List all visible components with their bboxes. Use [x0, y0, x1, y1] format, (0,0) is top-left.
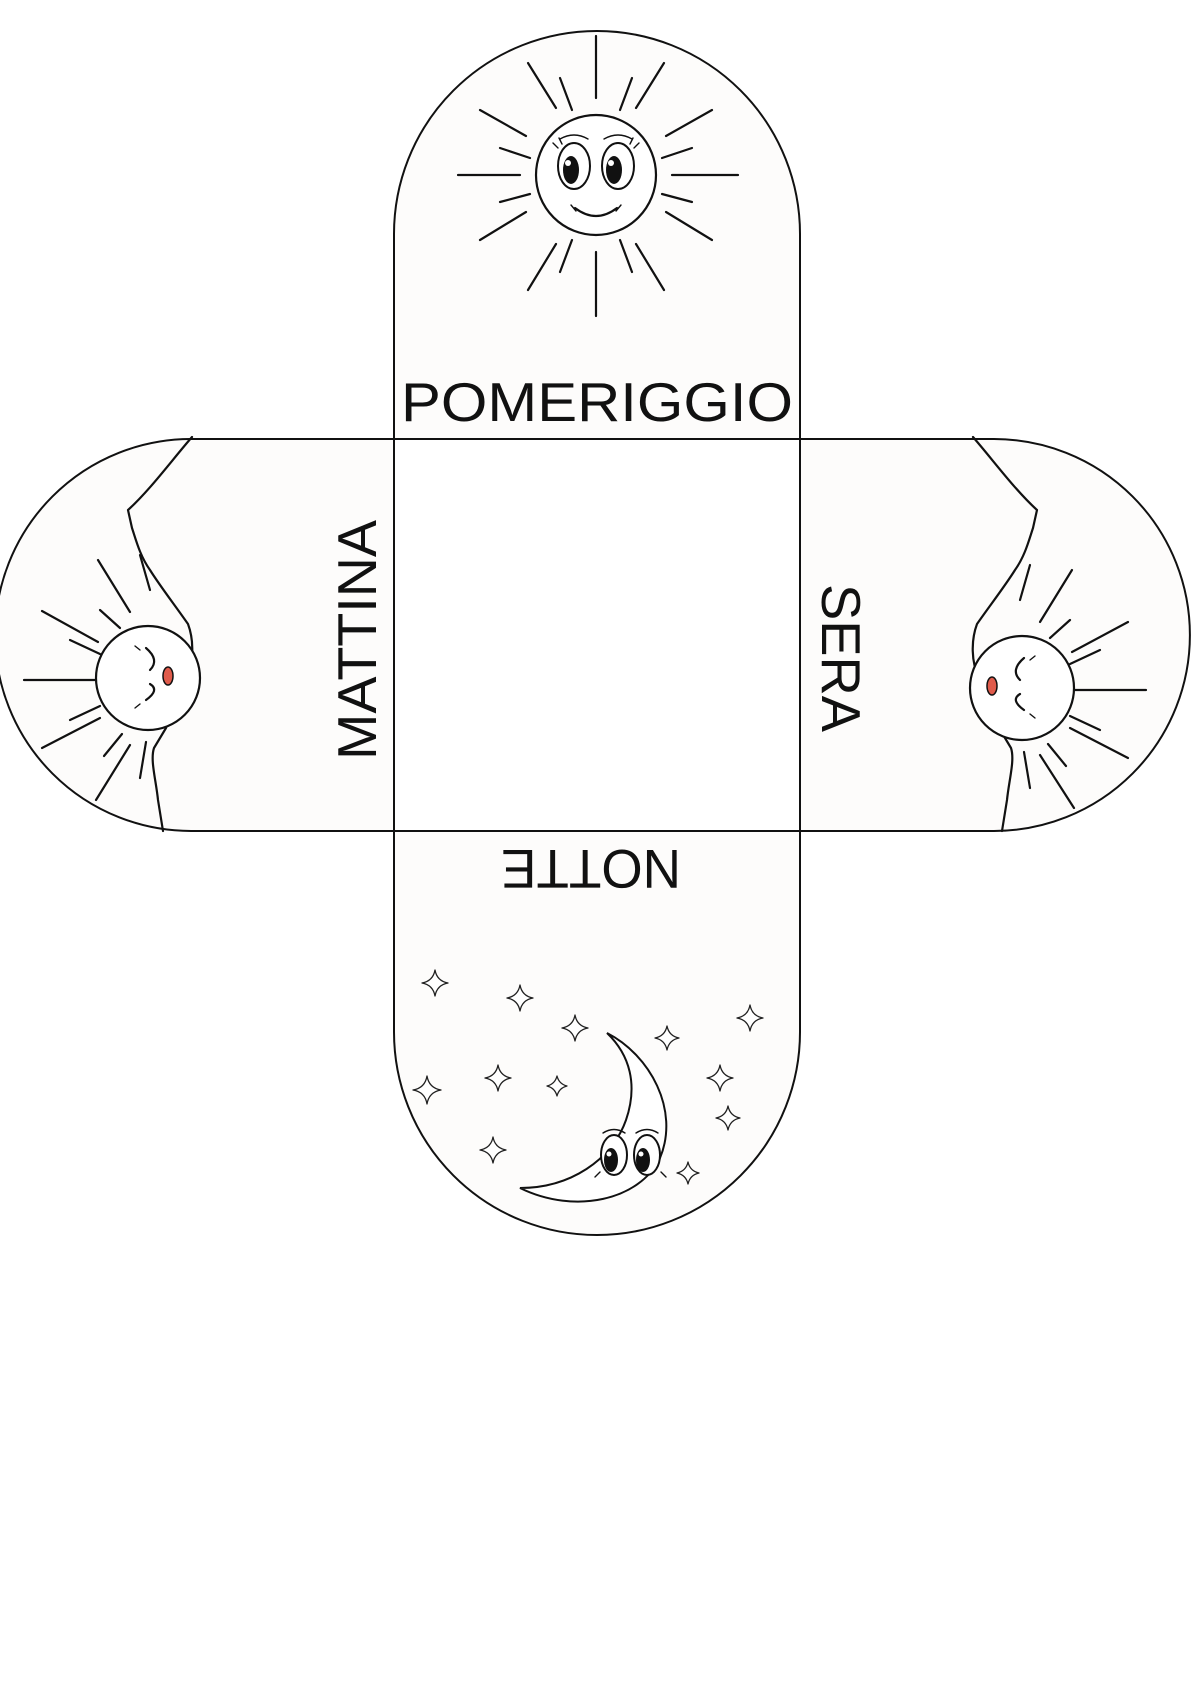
label-pomeriggio: POMERIGGIO — [401, 371, 793, 433]
star-icon — [506, 984, 534, 1012]
star-icon — [676, 1161, 700, 1185]
sleepy-sun-left-icon — [22, 553, 202, 802]
star-icon — [421, 969, 449, 997]
star-icon — [561, 1014, 589, 1042]
label-mattina: MATTINA — [326, 520, 388, 760]
star-icon — [484, 1064, 512, 1092]
flap-right: SERA — [799, 435, 1191, 833]
star-icon — [546, 1075, 568, 1097]
label-sera: SERA — [810, 584, 872, 732]
star-icon — [479, 1136, 507, 1164]
center-square — [393, 438, 801, 832]
star-icon — [412, 1075, 442, 1105]
star-icon — [706, 1064, 734, 1092]
label-notte: NOTTE — [501, 838, 681, 900]
star-icon — [736, 1004, 764, 1032]
moon-icon — [519, 1032, 668, 1203]
flap-bottom: NOTTE — [393, 830, 801, 1236]
star-icon — [715, 1105, 741, 1131]
flap-left: MATTINA — [0, 435, 395, 833]
star-icon — [654, 1025, 680, 1051]
crescent-moon-with-stars-icon — [412, 969, 764, 1203]
smiling-sun-icon — [456, 34, 740, 318]
flap-top: POMERIGGIO — [393, 30, 801, 440]
sleepy-sun-right-icon — [968, 563, 1148, 810]
